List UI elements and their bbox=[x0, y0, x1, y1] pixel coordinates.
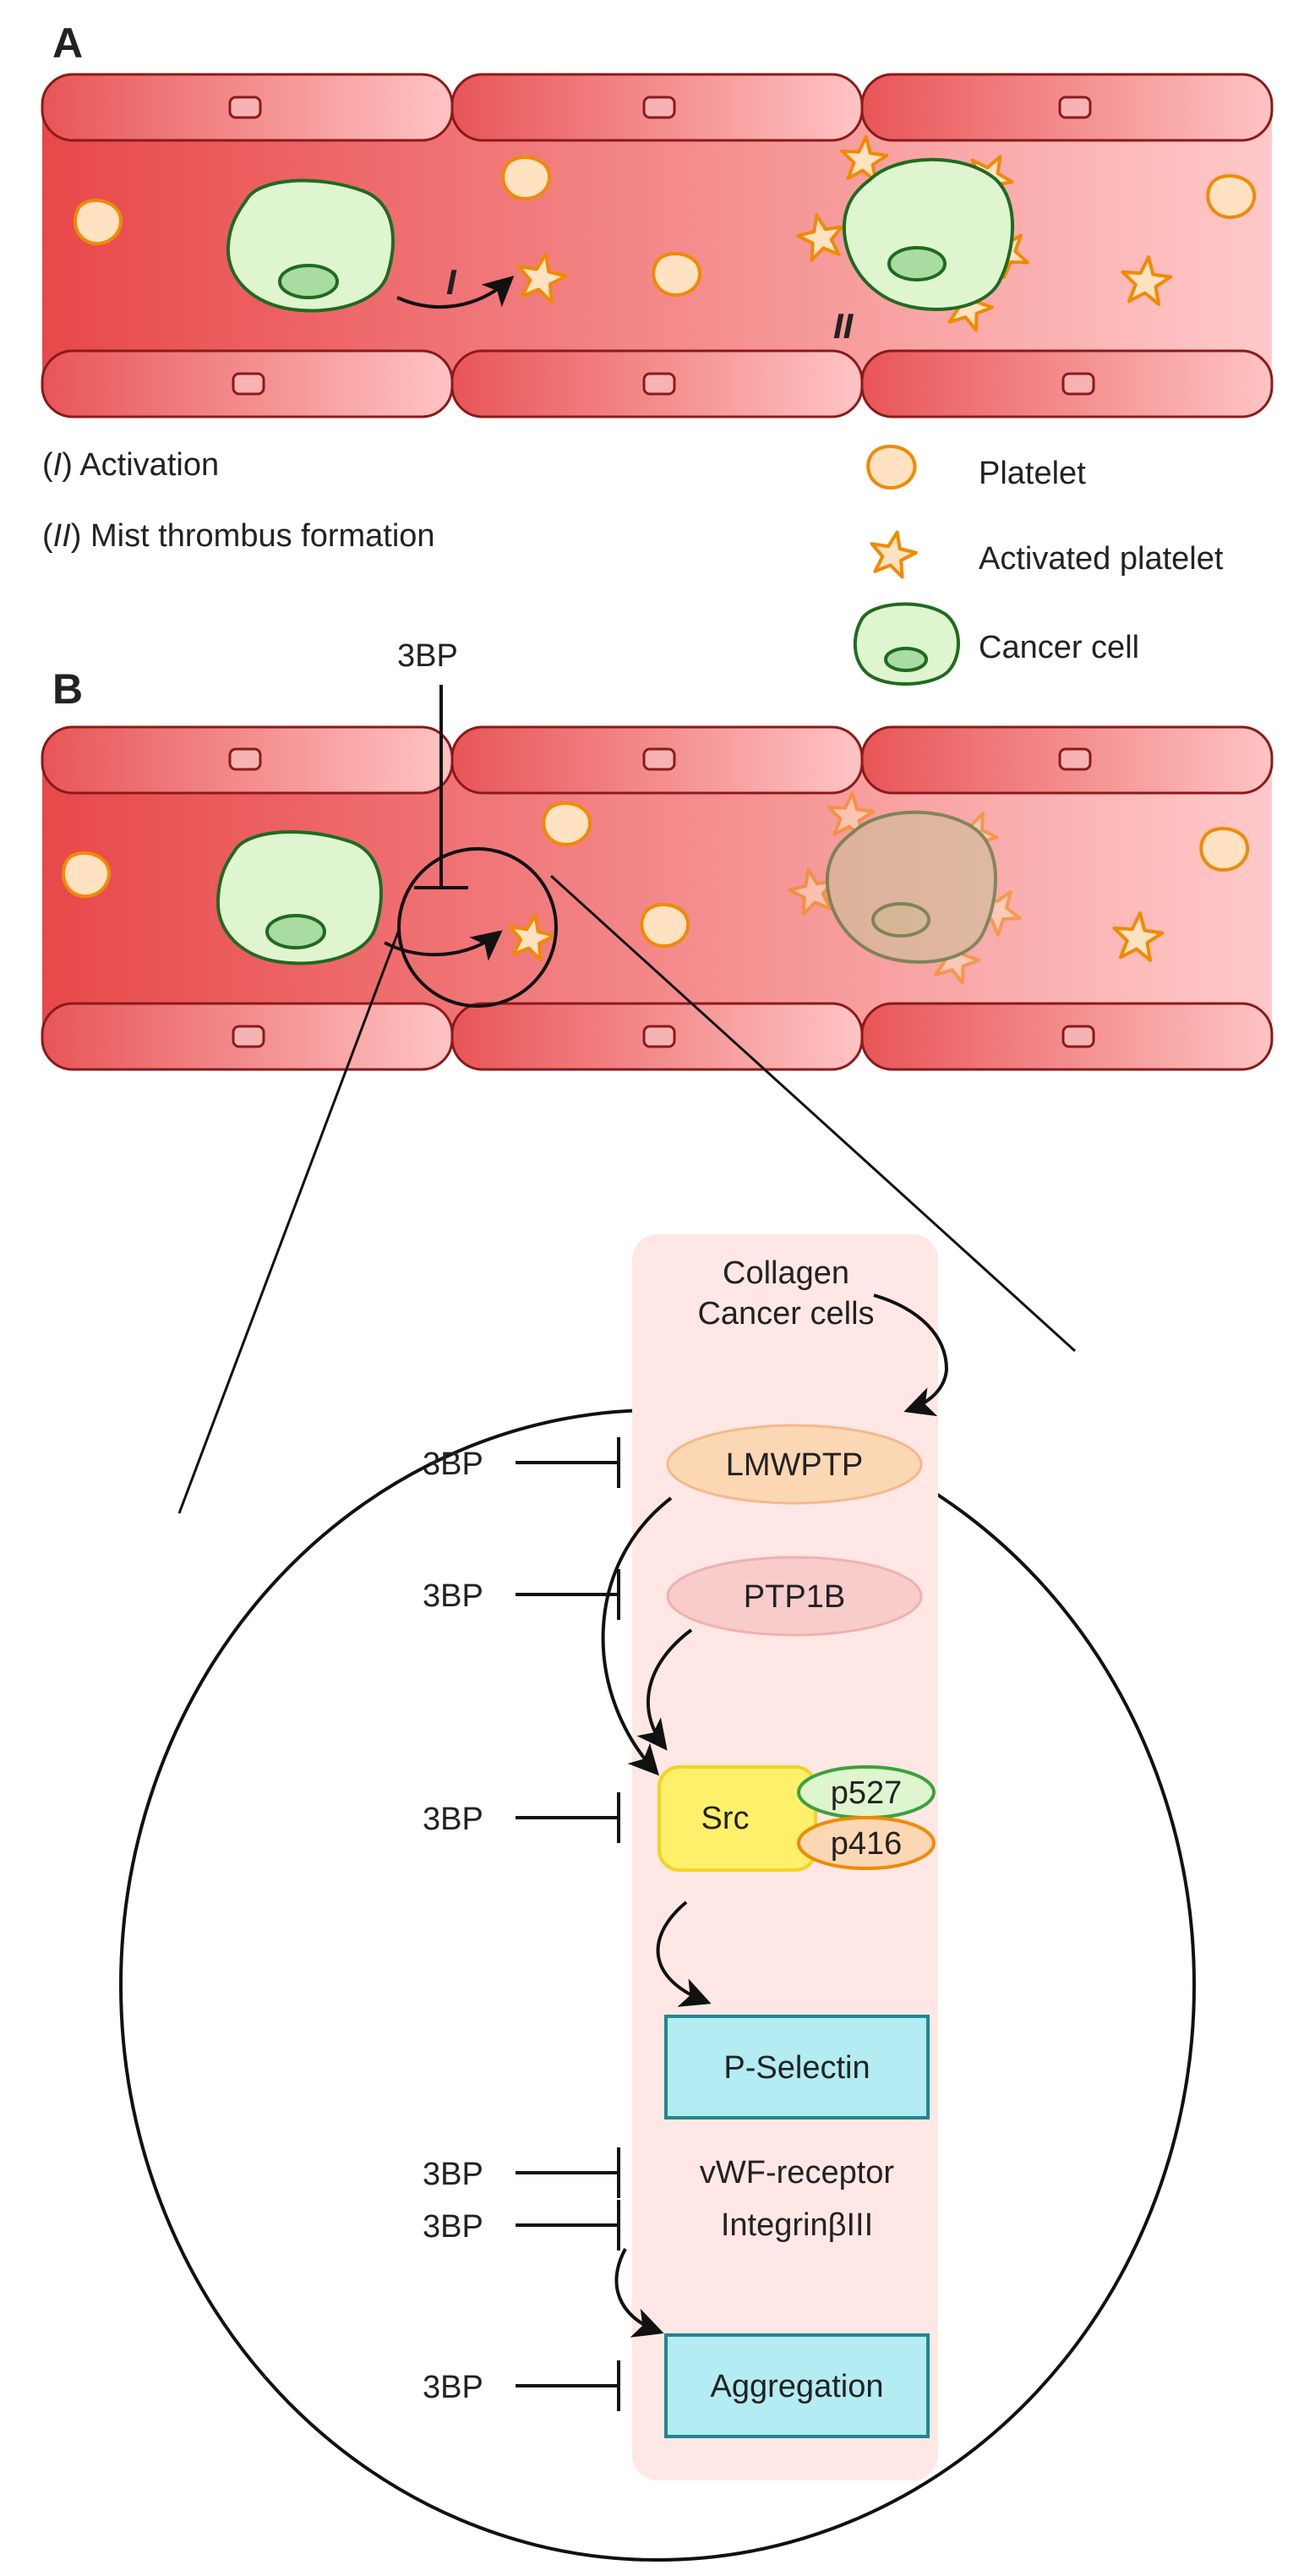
inhibitor-label: 3BP bbox=[423, 2157, 483, 2192]
src-to-pselectin-arrow bbox=[656, 1901, 712, 2007]
src-label: Src bbox=[701, 1801, 750, 1836]
platelet-icon bbox=[501, 156, 552, 201]
activated-platelets-b bbox=[508, 911, 1165, 962]
p-selectin-node bbox=[664, 2015, 930, 2119]
receptor-to-aggregation-arrow bbox=[614, 2248, 664, 2338]
p416-label: p416 bbox=[831, 1826, 903, 1862]
inhibitor-label: 3BP bbox=[423, 2209, 483, 2245]
inhibitor-integrin: 3BP bbox=[423, 2200, 620, 2251]
platelet-icon bbox=[61, 850, 112, 899]
endothelial-nucleus bbox=[232, 372, 265, 396]
vessel-wall-bottom bbox=[41, 1002, 1274, 1071]
stimulus-collagen: Collagen bbox=[723, 1255, 849, 1291]
activated-platelet-icon bbox=[827, 791, 876, 840]
inhibitor-aggregation: 3BP bbox=[423, 2360, 620, 2411]
inhibitor-vwf-receptor: 3BP bbox=[423, 2147, 620, 2198]
aggregation-node bbox=[664, 2333, 930, 2438]
panel-a-label: A bbox=[52, 19, 83, 67]
ptp1b-node bbox=[666, 1556, 923, 1637]
note-thrombus: (II) Mist thrombus formation bbox=[42, 518, 435, 554]
inhibitor-label: 3BP bbox=[423, 1578, 483, 1614]
vessel-wall-top bbox=[41, 725, 1274, 795]
activated-platelet-icon bbox=[508, 913, 556, 962]
endothelial-nucleus bbox=[642, 372, 676, 396]
activated-platelet-icon bbox=[840, 135, 889, 183]
step-1-marker: I bbox=[446, 262, 457, 302]
legend-cancer-cell: Cancer cell bbox=[979, 630, 1139, 665]
legend-cancer-cell-icon bbox=[853, 602, 960, 686]
inhibitor-lmwptp: 3BP bbox=[423, 1437, 620, 1488]
lmwptp-to-src-arrow bbox=[601, 1496, 673, 1776]
activated-platelet-icon bbox=[870, 530, 918, 579]
inhibitor-label: 3BP bbox=[423, 2370, 483, 2405]
legend-activated-platelet-icon bbox=[870, 530, 918, 579]
endothelial-nucleus bbox=[1058, 96, 1092, 119]
panel-b-label: B bbox=[52, 665, 83, 713]
platelet-icon bbox=[542, 801, 592, 847]
vessel-wall-top bbox=[41, 73, 1274, 142]
platelet-icon bbox=[652, 252, 702, 298]
activated-platelet-icon bbox=[516, 252, 568, 304]
zoom-connector-right bbox=[549, 874, 1077, 1353]
platelet-icon bbox=[1199, 827, 1250, 872]
vessel-wall-bottom bbox=[41, 349, 1274, 418]
platelet-icon bbox=[640, 903, 690, 949]
nucleus-icon bbox=[887, 246, 947, 282]
stimulus-arrow bbox=[873, 1293, 949, 1417]
vessel-a bbox=[41, 73, 1274, 418]
legend-platelet-icon bbox=[866, 445, 917, 490]
p-selectin-label: P-Selectin bbox=[723, 2050, 870, 2086]
vwf-receptor-label: vWF-receptor bbox=[700, 2155, 894, 2190]
inhibitor-ptp1b: 3BP bbox=[423, 1569, 620, 1620]
lmwptp-label: LMWPTP bbox=[726, 1447, 864, 1483]
inhibitor-label: 3BP bbox=[423, 1447, 483, 1482]
inhibitor-src: 3BP bbox=[423, 1792, 620, 1843]
lmwptp-node bbox=[666, 1424, 923, 1505]
legend-activated-platelet: Activated platelet bbox=[979, 541, 1224, 577]
ptp1b-label: PTP1B bbox=[744, 1579, 845, 1615]
p416-node bbox=[797, 1816, 936, 1870]
activated-platelet-icon bbox=[796, 213, 844, 262]
aggregation-label: Aggregation bbox=[711, 2369, 884, 2404]
thrombus-cancer-cell-icon bbox=[842, 157, 1014, 311]
inhibited-thrombus-icon bbox=[788, 791, 1022, 985]
legend-platelet: Platelet bbox=[979, 456, 1086, 491]
note-activation: (I) Activation bbox=[42, 447, 219, 483]
integrin-label: IntegrinβIII bbox=[721, 2207, 873, 2243]
inhibitor-top-label: 3BP bbox=[397, 638, 458, 674]
ptp1b-to-src-arrow bbox=[636, 1628, 693, 1751]
step-2-marker: II bbox=[833, 306, 854, 346]
activation-arrow bbox=[384, 930, 503, 961]
p527-label: p527 bbox=[831, 1775, 903, 1811]
inhibitor-label: 3BP bbox=[423, 1802, 483, 1837]
endothelial-nucleus bbox=[642, 96, 676, 119]
activation-arrow bbox=[396, 275, 515, 309]
cancer-cell-icon bbox=[226, 178, 395, 313]
platelet-icon bbox=[73, 198, 123, 246]
endothelial-nucleus bbox=[1061, 372, 1095, 396]
nucleus-icon bbox=[265, 914, 326, 949]
activated-platelet-icon bbox=[1121, 255, 1173, 306]
src-node bbox=[658, 1765, 817, 1872]
zoom-circle bbox=[397, 847, 558, 1008]
stimulus-cancer-cells: Cancer cells bbox=[697, 1296, 874, 1332]
platelet-icon bbox=[1206, 174, 1257, 220]
zoom-connector-left bbox=[177, 929, 401, 1514]
activated-platelet-icon bbox=[1112, 911, 1165, 962]
cancer-cell-icon bbox=[216, 830, 383, 965]
endothelial-nucleus bbox=[228, 96, 262, 119]
nucleus-icon bbox=[278, 264, 339, 299]
